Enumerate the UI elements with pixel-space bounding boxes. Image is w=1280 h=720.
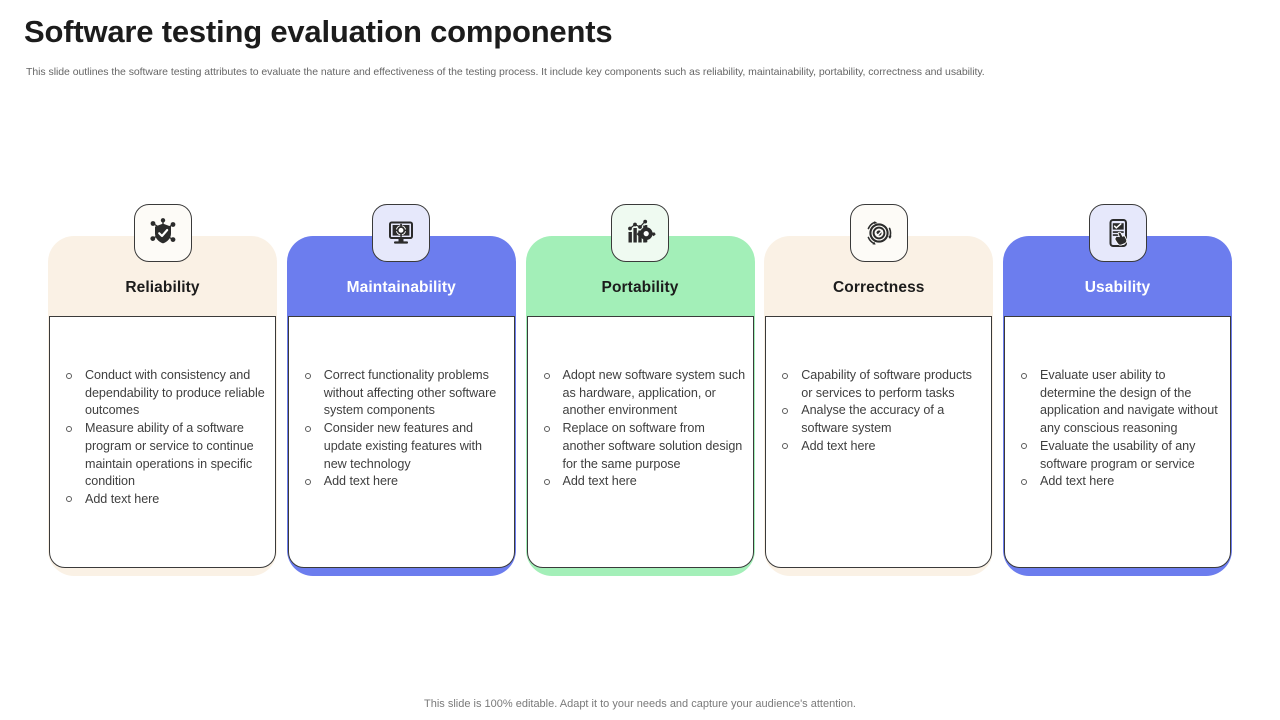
card-bullet-list: Adopt new software system such as hardwa… (541, 367, 747, 491)
bullet-marker-icon (304, 425, 311, 432)
bullet-marker-icon (304, 478, 311, 485)
card-title: Usability (1084, 279, 1151, 296)
list-item-text: Add text here (801, 438, 876, 453)
monitor-gear-icon (389, 221, 414, 244)
bullet-marker-icon (782, 407, 789, 414)
component-card-correctness[interactable]: Capability of software products or servi… (764, 204, 994, 576)
list-item-text: Add text here (323, 474, 399, 489)
list-item-text: Adopt new software system such as hardwa… (562, 368, 746, 418)
list-item: Add text here (1018, 473, 1224, 491)
bullet-marker-icon (66, 496, 72, 503)
component-card-portability[interactable]: Adopt new software system such as hardwa… (525, 204, 755, 576)
list-item: Capability of software products or servi… (779, 367, 985, 402)
bullet-marker-icon (543, 372, 550, 379)
list-item: Evaluate the usability of any software p… (1018, 438, 1224, 473)
list-item: Correct functionality problems without a… (302, 367, 508, 420)
list-item-text: Capability of software products or servi… (801, 368, 972, 400)
card-icon-badge[interactable] (611, 204, 669, 262)
card-bullet-list: Capability of software products or servi… (779, 367, 985, 456)
list-item-text: Replace on software from another softwar… (562, 421, 743, 471)
list-item: Analyse the accuracy of a software syste… (779, 402, 985, 437)
bullet-marker-icon (66, 425, 72, 432)
list-item: Conduct with consistency and dependabili… (63, 367, 269, 420)
list-item-text: Analyse the accuracy of a software syste… (801, 403, 945, 436)
shield-check-network-icon (149, 218, 175, 244)
list-item: Adopt new software system such as hardwa… (541, 367, 747, 420)
component-card-reliability[interactable]: Conduct with consistency and dependabili… (48, 204, 277, 576)
bullet-marker-icon (1021, 478, 1027, 485)
list-item-text: Consider new features and update existin… (323, 421, 482, 471)
card-icon-badge[interactable] (849, 204, 908, 262)
list-item-text: Correct functionality problems without a… (323, 368, 497, 418)
target-refresh-icon (867, 221, 892, 245)
list-item: Evaluate user ability to determine the d… (1018, 367, 1224, 438)
list-item: Consider new features and update existin… (302, 420, 508, 473)
card-content-panel: Correct functionality problems without a… (287, 316, 515, 568)
card-title: Portability (601, 279, 679, 296)
card-content-panel: Capability of software products or servi… (765, 316, 993, 568)
card-title: Reliability (125, 279, 200, 296)
card-icon-badge[interactable] (133, 204, 192, 262)
card-title: Maintainability (346, 279, 456, 296)
mobile-tap-icon (1109, 219, 1127, 247)
bullet-marker-icon (543, 478, 550, 485)
bullet-marker-icon (782, 372, 789, 379)
list-item-text: Add text here (1040, 474, 1115, 489)
card-content-panel: Conduct with consistency and dependabili… (49, 316, 276, 568)
card-bullet-list: Correct functionality problems without a… (302, 367, 508, 491)
card-content-panel: Adopt new software system such as hardwa… (526, 316, 754, 568)
bullet-marker-icon (543, 425, 550, 432)
card-content-panel: Evaluate user ability to determine the d… (1004, 316, 1231, 568)
bullet-marker-icon (66, 372, 72, 379)
component-card-usability[interactable]: Evaluate user ability to determine the d… (1003, 204, 1232, 576)
bullet-marker-icon (1021, 443, 1027, 450)
card-bullet-list: Evaluate user ability to determine the d… (1018, 367, 1224, 491)
component-cards-row: Conduct with consistency and dependabili… (48, 204, 1232, 576)
list-item-text: Evaluate the usability of any software p… (1040, 438, 1196, 471)
list-item-text: Measure ability of a software program or… (85, 421, 254, 489)
list-item: Measure ability of a software program or… (63, 420, 269, 491)
bullet-marker-icon (304, 372, 311, 379)
component-card-maintainability[interactable]: Correct functionality problems without a… (286, 204, 516, 576)
card-icon-badge[interactable] (372, 204, 431, 262)
card-bullet-list: Conduct with consistency and dependabili… (63, 367, 269, 509)
footer-note: This slide is 100% editable. Adapt it to… (424, 698, 856, 710)
bullet-marker-icon (1021, 372, 1027, 379)
list-item-text: Add text here (85, 491, 160, 506)
list-item: Replace on software from another softwar… (541, 420, 747, 473)
list-item: Add text here (779, 438, 985, 456)
page-title: Software testing evaluation components (24, 14, 613, 49)
list-item-text: Conduct with consistency and dependabili… (85, 368, 265, 418)
list-item-text: Add text here (562, 474, 637, 489)
list-item-text: Evaluate user ability to determine the d… (1040, 368, 1218, 436)
card-icon-badge[interactable] (1088, 204, 1147, 262)
page-subtitle: This slide outlines the software testing… (26, 66, 985, 78)
list-item: Add text here (541, 473, 747, 491)
list-item: Add text here (302, 473, 508, 491)
bullet-marker-icon (782, 443, 789, 450)
list-item: Add text here (63, 491, 269, 509)
card-title: Correctness (832, 279, 925, 296)
bar-chart-gear-icon (628, 219, 656, 243)
